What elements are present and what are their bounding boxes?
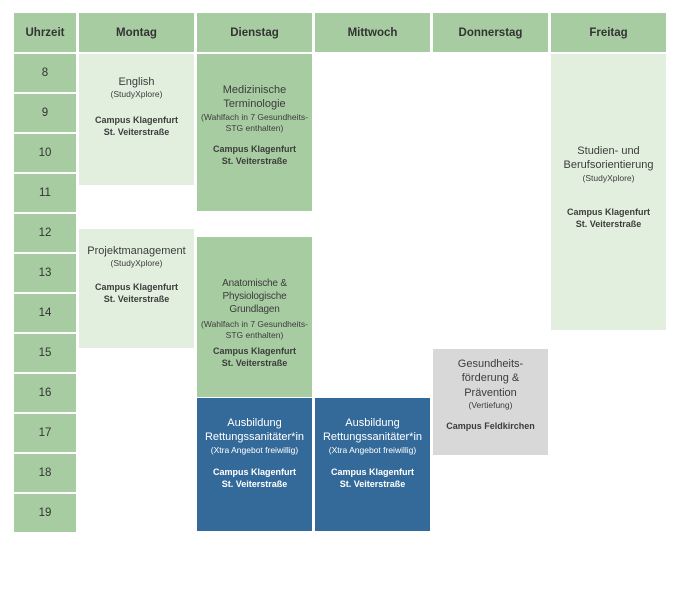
time-cell-9: 9 (14, 94, 76, 132)
event-gesundheitsfoerderung-praevention: Gesundheits-förderung & Prävention (Vert… (433, 349, 548, 455)
event-subtitle: (Xtra Angebot freiwillig) (210, 444, 299, 455)
event-english: English (StudyXplore) Campus Klagenfurt … (79, 54, 194, 185)
time-cell-13: 13 (14, 254, 76, 292)
time-cell-8: 8 (14, 54, 76, 92)
event-title: Ausbildung Rettungssanitäter*in (204, 417, 305, 444)
time-cell-18: 18 (14, 454, 76, 492)
event-studien-berufsorientierung: Studien- und Berufsorientierung (StudyXp… (551, 54, 666, 330)
event-location: Campus Klagenfurt St. Veiterstraße (212, 346, 296, 369)
event-subtitle: (StudyXplore) (110, 258, 163, 269)
event-title: Medizinische Terminologie (222, 84, 287, 111)
event-subtitle: (Wahlfach in 7 Gesundheits-STG enthalten… (201, 319, 308, 341)
time-cell-19: 19 (14, 494, 76, 532)
time-cell-10: 10 (14, 134, 76, 172)
event-subtitle: (StudyXplore) (582, 172, 635, 183)
event-anatomische-physiologische-grundlagen: Anatomische & Physiologische Grundlagen … (197, 237, 312, 397)
column-header-freitag: Freitag (551, 13, 666, 52)
event-location: Campus Feldkirchen (446, 420, 535, 431)
event-title: Gesundheits-förderung & Prävention (457, 358, 524, 399)
event-title: English (118, 76, 155, 88)
column-header-montag: Montag (79, 13, 194, 52)
column-header-dienstag: Dienstag (197, 13, 312, 52)
time-cell-15: 15 (14, 334, 76, 372)
event-title: Studien- und Berufsorientierung (563, 145, 654, 172)
event-location: Campus Klagenfurt St. Veiterstraße (212, 466, 296, 489)
time-cell-12: 12 (14, 214, 76, 252)
event-ausbildung-rettungssanitaeter-mittwoch: Ausbildung Rettungssanitäter*in (Xtra An… (315, 398, 430, 531)
event-title: Anatomische & Physiologische Grundlagen (222, 278, 287, 315)
column-header-mittwoch: Mittwoch (315, 13, 430, 52)
event-location: Campus Klagenfurt St. Veiterstraße (94, 282, 178, 305)
time-cell-11: 11 (14, 174, 76, 212)
column-header-uhrzeit: Uhrzeit (14, 13, 76, 52)
event-medizinische-terminologie: Medizinische Terminologie (Wahlfach in 7… (197, 54, 312, 211)
event-title: Ausbildung Rettungssanitäter*in (322, 417, 423, 444)
event-location: Campus Klagenfurt St. Veiterstraße (212, 143, 296, 166)
time-cell-17: 17 (14, 414, 76, 452)
event-location: Campus Klagenfurt St. Veiterstraße (94, 115, 178, 138)
event-subtitle: (Wahlfach in 7 Gesundheits-STG enthalten… (201, 111, 308, 133)
event-location: Campus Klagenfurt St. Veiterstraße (566, 206, 650, 229)
time-cell-14: 14 (14, 294, 76, 332)
event-subtitle: (StudyXplore) (110, 89, 163, 100)
time-cell-16: 16 (14, 374, 76, 412)
event-projektmanagement: Projektmanagement (StudyXplore) Campus K… (79, 229, 194, 348)
column-header-donnerstag: Donnerstag (433, 13, 548, 52)
event-title: Projektmanagement (87, 245, 186, 257)
event-subtitle: (Xtra Angebot freiwillig) (328, 444, 417, 455)
event-ausbildung-rettungssanitaeter-dienstag: Ausbildung Rettungssanitäter*in (Xtra An… (197, 398, 312, 531)
event-location: Campus Klagenfurt St. Veiterstraße (330, 466, 414, 489)
event-subtitle: (Vertiefung) (468, 399, 513, 410)
